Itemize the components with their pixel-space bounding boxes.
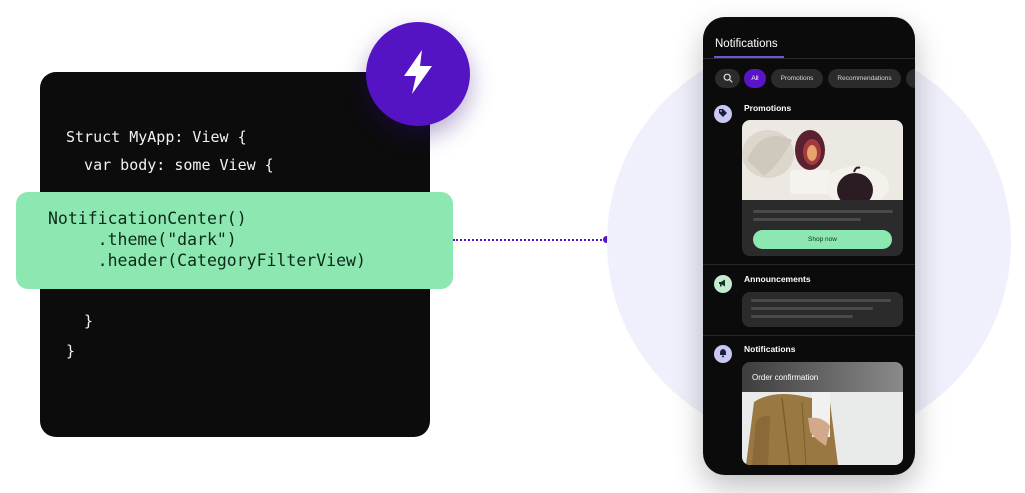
- section-title-announcements: Announcements: [744, 274, 811, 284]
- promotion-image: [742, 120, 903, 200]
- code-highlight-block: NotificationCenter() .theme("dark") .hea…: [16, 192, 453, 289]
- announcement-card[interactable]: [742, 292, 903, 327]
- code-line-body: var body: some View {: [66, 156, 274, 174]
- lightning-badge: [366, 22, 470, 126]
- code-line-closing-outer: }: [66, 342, 76, 360]
- section-icon-announcements: [714, 275, 732, 293]
- filter-chip-all[interactable]: All: [744, 69, 766, 88]
- code-line-header: .header(CategoryFilterView): [48, 251, 366, 270]
- phone-mockup: Notifications All Promotions Recommendat…: [703, 17, 915, 475]
- search-button[interactable]: [715, 69, 740, 88]
- section-title-promotions: Promotions: [744, 103, 792, 113]
- lightning-bolt-icon: [398, 48, 438, 101]
- section-icon-notifications: [714, 345, 732, 363]
- section-title-notifications: Notifications: [744, 344, 796, 354]
- code-line-struct: Struct MyApp: View {: [66, 128, 247, 146]
- header-divider: [703, 58, 915, 59]
- section-divider: [703, 335, 915, 336]
- tab-notifications[interactable]: Notifications: [715, 38, 778, 50]
- code-line-notification-center: NotificationCenter(): [48, 209, 247, 228]
- tag-icon: [718, 105, 728, 123]
- connector-dot: [603, 236, 610, 243]
- filter-chip-promotions[interactable]: Promotions: [771, 69, 823, 88]
- skeleton-line: [753, 218, 861, 221]
- skeleton-line: [751, 307, 873, 310]
- active-tab-indicator: [714, 56, 784, 58]
- skeleton-line: [753, 210, 893, 213]
- filter-chip-recommendations[interactable]: Recommendations: [828, 69, 901, 88]
- skeleton-line: [751, 299, 891, 302]
- order-confirmation-card[interactable]: Order confirmation: [742, 362, 903, 465]
- section-icon-promotions: [714, 105, 732, 123]
- skeleton-line: [751, 315, 853, 318]
- code-line-theme: .theme("dark"): [48, 230, 237, 249]
- megaphone-icon: [718, 275, 728, 293]
- bell-icon: [718, 345, 728, 363]
- connector-line: [453, 239, 606, 241]
- filter-chip-more[interactable]: [906, 69, 915, 88]
- section-divider: [703, 264, 915, 265]
- order-image: [742, 362, 903, 465]
- promotion-card[interactable]: Shop now: [742, 120, 903, 256]
- shop-now-button[interactable]: Shop now: [753, 230, 892, 249]
- order-confirmation-label: Order confirmation: [752, 373, 819, 382]
- code-line-closing-inner: }: [66, 312, 94, 330]
- search-icon: [723, 70, 733, 88]
